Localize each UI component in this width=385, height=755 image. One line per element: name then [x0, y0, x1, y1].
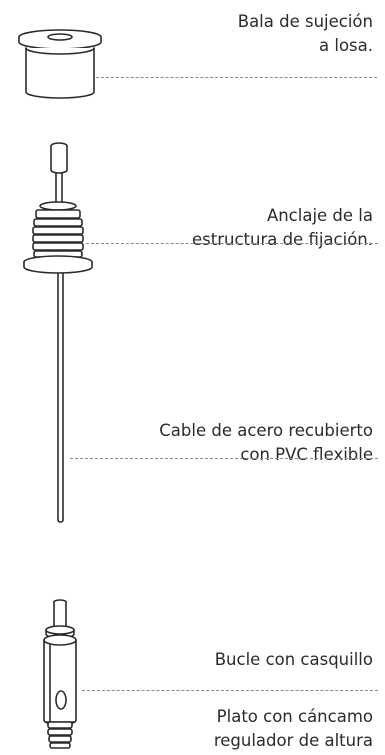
label-plato: Plato con cáncamo regulador de altura: [214, 705, 373, 753]
label-anclaje-line2: estructura de fijación.: [191, 230, 373, 249]
leader-bala: [96, 77, 377, 78]
steel-cable: [57, 272, 64, 523]
slab-anchor-bullet: [18, 29, 102, 99]
label-anclaje-line1: Anclaje de la: [266, 206, 373, 225]
label-bala-line2: a losa.: [319, 36, 373, 55]
label-plato-line2: regulador de altura: [213, 731, 373, 750]
label-cable-line1: Cable de acero recubierto: [159, 421, 373, 440]
leader-anclaje: [86, 243, 378, 244]
label-plato-line1: Plato con cáncamo: [216, 707, 373, 726]
label-cable-line2: con PVC flexible: [240, 445, 373, 464]
label-bala: Bala de sujeción a losa.: [238, 10, 373, 58]
loop-ferrule-and-plate: [43, 599, 77, 749]
label-bucle: Bucle con casquillo: [215, 648, 373, 672]
label-bucle-line1: Bucle con casquillo: [214, 650, 373, 669]
label-anclaje: Anclaje de la estructura de fijación.: [192, 204, 373, 252]
leader-bucle-plato: [82, 690, 378, 691]
label-bala-line1: Bala de sujeción: [237, 12, 373, 31]
fixing-anchor-threaded: [23, 201, 93, 274]
leader-cable: [70, 458, 378, 459]
connector-sleeve: [50, 142, 68, 205]
label-cable: Cable de acero recubierto con PVC flexib…: [159, 419, 373, 467]
